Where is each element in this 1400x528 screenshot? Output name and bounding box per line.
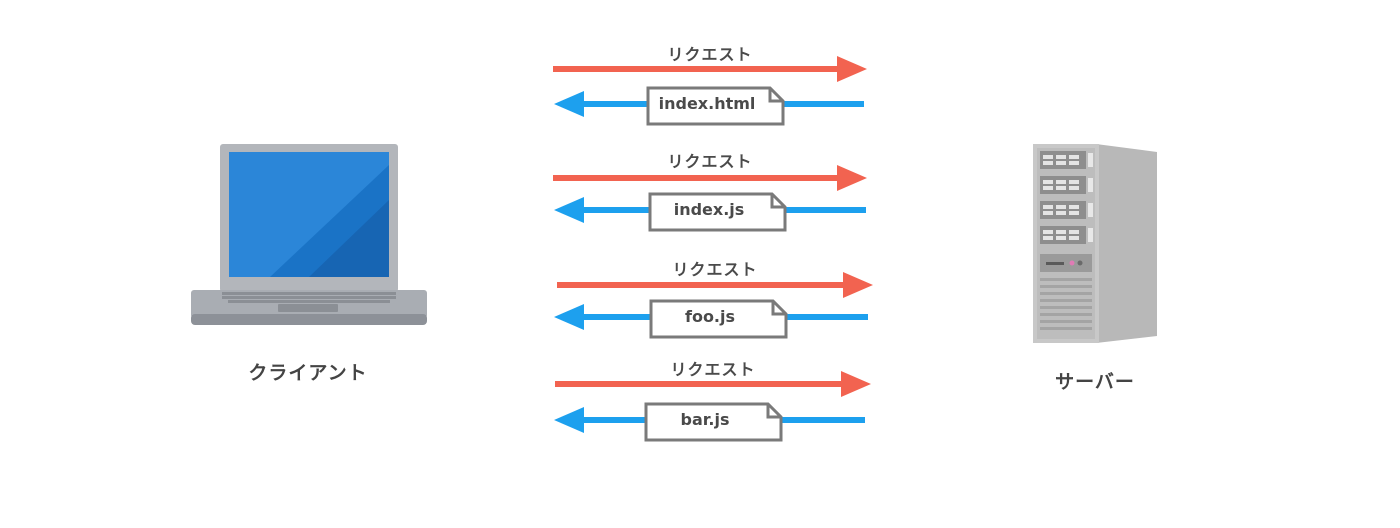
response-file-name: foo.js [684,307,736,326]
request-label: リクエスト [667,152,753,171]
response-file-card: foo.js [649,299,788,339]
client-label: クライアント [248,362,368,384]
response-file-card: index.js [648,192,787,232]
response-file-name: bar.js [680,410,730,429]
response-file-card: bar.js [644,402,783,442]
request-label: リクエスト [672,260,758,279]
request-label: リクエスト [670,360,756,379]
request-arrow [557,272,873,298]
request-arrow [555,371,871,397]
request-label: リクエスト [667,45,753,64]
document-icon [648,192,787,232]
document-icon [646,86,785,126]
response-file-card: index.html [646,86,785,126]
laptop-icon [191,144,427,325]
document-icon [644,402,783,442]
document-icon [649,299,788,339]
server-label: サーバー [1055,371,1135,393]
response-file-name: index.html [658,94,756,113]
server-tower-icon [1033,144,1157,343]
request-arrow [553,56,867,82]
response-file-name: index.js [673,200,745,219]
request-arrow [553,165,867,191]
